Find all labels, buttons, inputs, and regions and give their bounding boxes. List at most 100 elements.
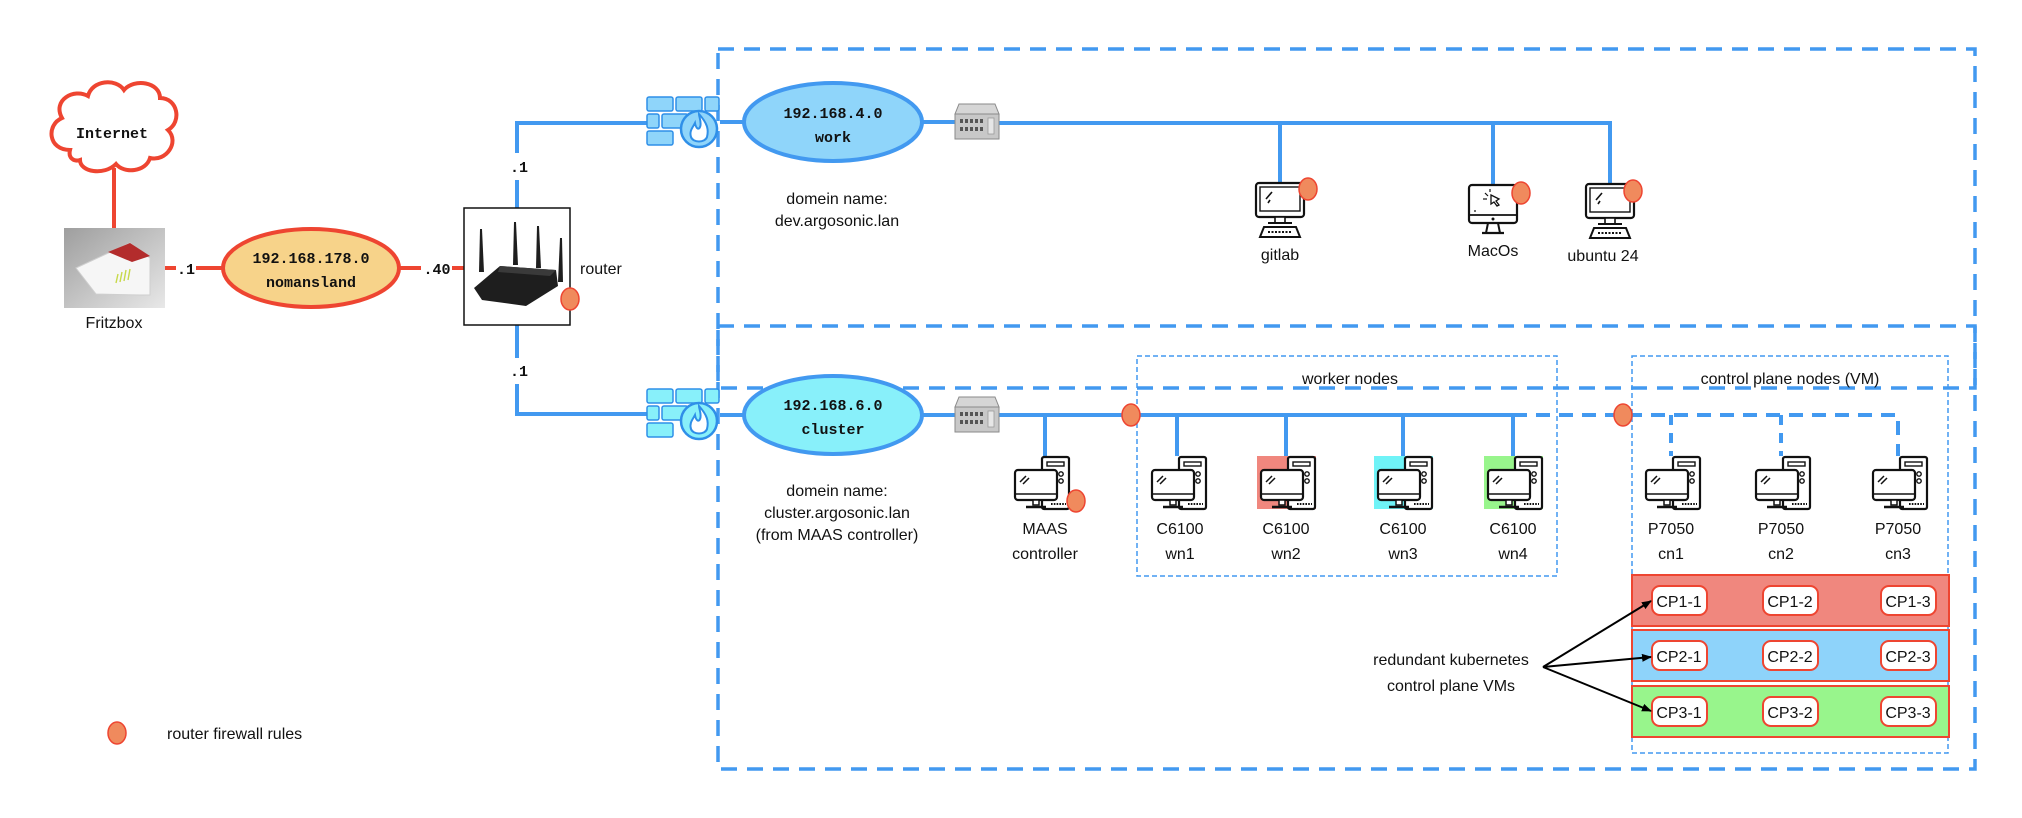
vm-label: CP1-1 xyxy=(1656,594,1701,611)
tower-icon xyxy=(1754,455,1812,511)
vm-chip[interactable]: CP1-3 xyxy=(1880,585,1937,616)
control-node-cn3[interactable]: P7050 cn3 xyxy=(1871,455,1929,563)
router-device[interactable] xyxy=(463,207,571,326)
firewall-rule-dot xyxy=(1066,489,1086,513)
vm-chip[interactable]: CP2-2 xyxy=(1762,640,1819,671)
tower-icon xyxy=(1013,455,1071,511)
worker-nodes-group xyxy=(1136,355,1558,577)
vm-group-cp2: CP2-1 CP2-2 CP2-3 xyxy=(1631,629,1950,682)
worker-node-wn2[interactable]: C6100 wn2 xyxy=(1257,455,1317,563)
wn1-model: C6100 xyxy=(1156,521,1203,538)
macos-host[interactable]: MacOs xyxy=(1467,181,1531,260)
work-zone-box xyxy=(716,47,1977,390)
worker-node-wn4[interactable]: C6100 wn4 xyxy=(1484,455,1544,563)
maas-controller[interactable]: MAAS controller xyxy=(1012,455,1086,563)
wn3-model: C6100 xyxy=(1379,521,1426,538)
vm-chip[interactable]: CP2-1 xyxy=(1651,640,1708,671)
vm-label: CP1-2 xyxy=(1767,594,1812,611)
cluster-domain-line3: (from MAAS controller) xyxy=(756,527,919,544)
legend-firewall-dot xyxy=(107,721,127,745)
tower-icon xyxy=(1871,455,1929,511)
work-bus xyxy=(998,121,1612,184)
firewall-rule-dot xyxy=(1623,179,1643,203)
vm-label: CP1-3 xyxy=(1885,594,1930,611)
firewall-rule-dot xyxy=(1511,181,1531,205)
desktop-icon xyxy=(1254,181,1306,239)
vm-chip[interactable]: CP2-3 xyxy=(1880,640,1937,671)
vm-label: CP3-3 xyxy=(1885,705,1930,722)
work-subnet-ip: 192.168.4.0 xyxy=(783,106,882,123)
cn3-name: cn3 xyxy=(1885,546,1911,563)
vm-label: CP2-1 xyxy=(1656,649,1701,666)
cluster-zone-box xyxy=(716,324,1977,771)
control-plane-bus xyxy=(1513,413,1900,456)
work-firewall-icon xyxy=(646,96,720,149)
cluster-switch-icon xyxy=(954,396,1000,433)
router-label: router xyxy=(580,261,622,278)
vm-label: CP2-3 xyxy=(1885,649,1930,666)
firewall-rule-dot xyxy=(1298,177,1318,201)
vm-group-cp3: CP3-1 CP3-2 CP3-3 xyxy=(1631,685,1950,738)
wn2-name: wn2 xyxy=(1270,546,1300,563)
work-subnet-name: work xyxy=(815,130,851,147)
control-plane-group xyxy=(1631,355,1949,754)
worker-node-wn3[interactable]: C6100 wn3 xyxy=(1374,455,1434,563)
ubuntu-label: ubuntu 24 xyxy=(1567,248,1638,265)
router-wan-suffix: .40 xyxy=(423,262,450,279)
internet-label: Internet xyxy=(76,126,148,143)
cluster-domain-line2: cluster.argosonic.lan xyxy=(764,505,910,522)
gitlab-label: gitlab xyxy=(1261,247,1299,264)
cn1-model: P7050 xyxy=(1648,521,1694,538)
vm-chip[interactable]: CP3-2 xyxy=(1762,696,1819,727)
control-node-cn1[interactable]: P7050 cn1 xyxy=(1644,455,1702,563)
vm-chip[interactable]: CP3-1 xyxy=(1651,696,1708,727)
control-plane-title: control plane nodes (VM) xyxy=(1701,371,1880,388)
imac-icon xyxy=(1467,183,1519,235)
nomansland-subnet-name: nomansland xyxy=(266,275,356,292)
control-node-cn2[interactable]: P7050 cn2 xyxy=(1754,455,1812,563)
vm-group-cp1: CP1-1 CP1-2 CP1-3 xyxy=(1631,574,1950,627)
nomansland-subnet-ip: 192.168.178.0 xyxy=(252,251,369,268)
work-subnet[interactable] xyxy=(742,81,924,163)
annotation-arrow-cp1 xyxy=(1542,600,1652,668)
cluster-domain-line1: domein name: xyxy=(786,483,887,500)
cn1-name: cn1 xyxy=(1658,546,1684,563)
annotation-line1: redundant kubernetes xyxy=(1373,652,1529,669)
gitlab-host[interactable]: gitlab xyxy=(1254,177,1318,264)
wn1-name: wn1 xyxy=(1164,546,1194,563)
wn3-name: wn3 xyxy=(1387,546,1417,563)
cn2-model: P7050 xyxy=(1758,521,1804,538)
fritzbox-device[interactable] xyxy=(64,228,165,308)
router-work-link xyxy=(515,121,650,153)
annotation-arrow-cp3 xyxy=(1542,666,1652,712)
fritzbox-label: Fritzbox xyxy=(86,315,143,332)
vm-chip[interactable]: CP1-2 xyxy=(1762,585,1819,616)
macos-label: MacOs xyxy=(1468,243,1519,260)
fritzbox-ip-suffix: .1 xyxy=(177,262,195,279)
vm-label: CP2-2 xyxy=(1767,649,1812,666)
wn2-model: C6100 xyxy=(1262,521,1309,538)
wn4-name: wn4 xyxy=(1497,546,1527,563)
router-work-suffix: .1 xyxy=(510,160,528,177)
nomansland-subnet[interactable] xyxy=(221,227,401,309)
cluster-subnet-ip: 192.168.6.0 xyxy=(783,398,882,415)
vm-label: CP3-2 xyxy=(1767,705,1812,722)
legend-label: router firewall rules xyxy=(167,726,302,743)
control-firewall-rule-dot xyxy=(1613,403,1633,427)
work-switch-icon xyxy=(954,103,1000,140)
work-domain-line2: dev.argosonic.lan xyxy=(775,213,899,230)
tower-icon xyxy=(1644,455,1702,511)
wn4-model: C6100 xyxy=(1489,521,1536,538)
tower-icon xyxy=(1150,455,1208,511)
cluster-subnet[interactable] xyxy=(742,374,924,456)
work-domain-line1: domein name: xyxy=(786,191,887,208)
annotation-arrow-cp2 xyxy=(1542,653,1652,668)
maas-label-line2: controller xyxy=(1012,546,1078,563)
cluster-firewall-icon xyxy=(646,388,720,441)
worker-node-wn1[interactable]: C6100 wn1 xyxy=(1150,455,1208,563)
vm-chip[interactable]: CP1-1 xyxy=(1651,585,1708,616)
ubuntu-host[interactable]: ubuntu 24 xyxy=(1567,179,1643,265)
router-cluster-suffix: .1 xyxy=(510,364,528,381)
vm-chip[interactable]: CP3-3 xyxy=(1880,696,1937,727)
